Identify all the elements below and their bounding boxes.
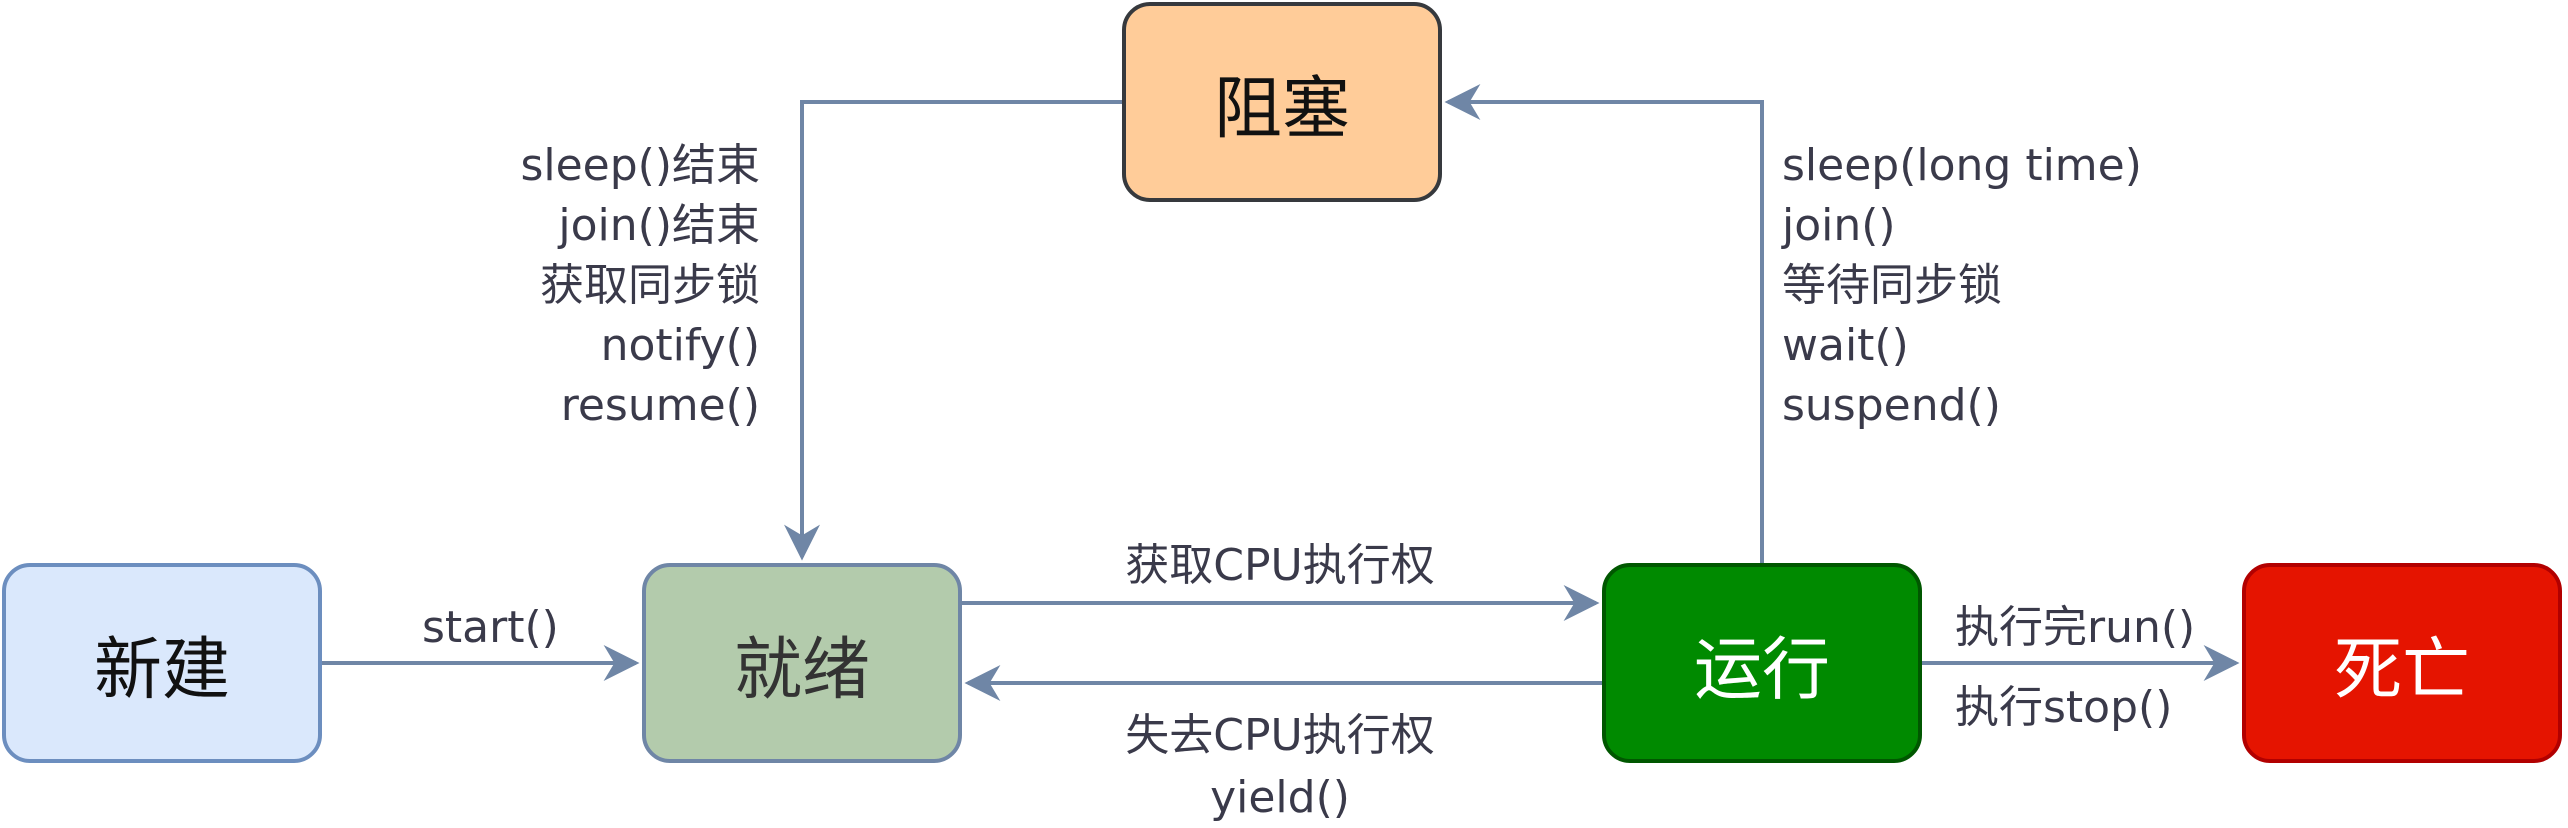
from-blocked-line: 获取同步锁: [540, 260, 760, 311]
edge-label-stop: 执行stop(): [1955, 682, 2173, 733]
edge-running-to-blocked: [1444, 84, 1764, 563]
to-blocked-line: sleep(long time): [1782, 140, 2142, 191]
state-blocked-label: 阻塞: [1213, 69, 1350, 149]
edge-label-acquire-cpu: 获取CPU执行权: [1125, 540, 1435, 591]
to-blocked-line: join(): [1782, 200, 1896, 251]
edge-label-start: start(): [422, 602, 559, 653]
state-ready-label: 就绪: [733, 630, 870, 710]
state-blocked-node: 阻塞: [1122, 2, 1442, 202]
state-dead-node: 死亡: [2242, 563, 2562, 763]
edge-label-run-finished: 执行完run(): [1955, 602, 2196, 653]
state-running-node: 运行: [1602, 563, 1922, 763]
to-blocked-line: suspend(): [1782, 380, 2001, 431]
state-running-label: 运行: [1693, 630, 1830, 710]
state-ready-node: 就绪: [642, 563, 962, 763]
from-blocked-line: join()结束: [558, 200, 760, 251]
to-blocked-line: wait(): [1782, 320, 1909, 371]
to-blocked-line: 等待同步锁: [1782, 260, 2002, 311]
edge-label-yield: yield(): [1210, 772, 1350, 823]
edge-blocked-to-ready: [784, 100, 1122, 561]
state-new-node: 新建: [2, 563, 322, 763]
from-blocked-line: sleep()结束: [520, 140, 760, 191]
from-blocked-line: resume(): [560, 380, 760, 431]
from-blocked-line: notify(): [600, 320, 760, 371]
edge-label-lose-cpu: 失去CPU执行权: [1125, 710, 1435, 761]
state-new-label: 新建: [93, 630, 230, 710]
state-dead-label: 死亡: [2333, 630, 2470, 710]
edge-label-to-blocked: sleep(long time) join() 等待同步锁 wait() sus…: [1782, 136, 2142, 436]
edge-label-from-blocked: sleep()结束 join()结束 获取同步锁 notify() resume…: [380, 136, 760, 436]
